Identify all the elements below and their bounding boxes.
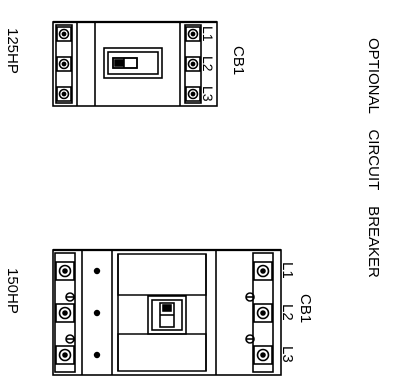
breaker-150hp-mount-screws	[93, 267, 101, 359]
breaker-150hp-handle	[147, 295, 187, 335]
breaker-125hp-body	[52, 20, 218, 107]
terminal-label-l3: L3	[200, 86, 216, 102]
terminal-screw	[56, 56, 72, 72]
terminal-screw	[253, 345, 273, 365]
terminal-screw	[55, 303, 75, 323]
breaker-name-150hp: CB1	[297, 294, 314, 323]
terminal-screw	[185, 56, 201, 72]
terminal-screw	[253, 303, 273, 323]
terminal-label-l1: L1	[200, 26, 216, 42]
breaker-125hp-terminals	[56, 26, 201, 102]
terminal-label-l2: L2	[200, 56, 216, 72]
terminal-screw	[253, 261, 273, 281]
heading-label: OPTIONAL CIRCUIT BREAKER	[365, 38, 382, 278]
terminal-label-l2: L2	[279, 304, 296, 321]
terminal-screw	[55, 261, 75, 281]
terminal-screw	[56, 86, 72, 102]
breaker-150hp-clips	[65, 292, 255, 344]
breaker-name-125hp: CB1	[230, 46, 247, 75]
breaker-125hp-handle	[103, 47, 163, 79]
rating-label-150hp: 150HP	[4, 268, 21, 314]
terminal-label-l1: L1	[279, 262, 296, 279]
terminal-screw	[185, 86, 201, 102]
terminal-screw	[56, 26, 72, 42]
terminal-screw	[185, 26, 201, 42]
breaker-150hp-body	[52, 248, 282, 376]
breaker-150hp-terminals	[55, 261, 273, 365]
terminal-label-l3: L3	[279, 346, 296, 363]
rating-label-125hp: 125HP	[4, 28, 21, 74]
terminal-screw	[55, 345, 75, 365]
